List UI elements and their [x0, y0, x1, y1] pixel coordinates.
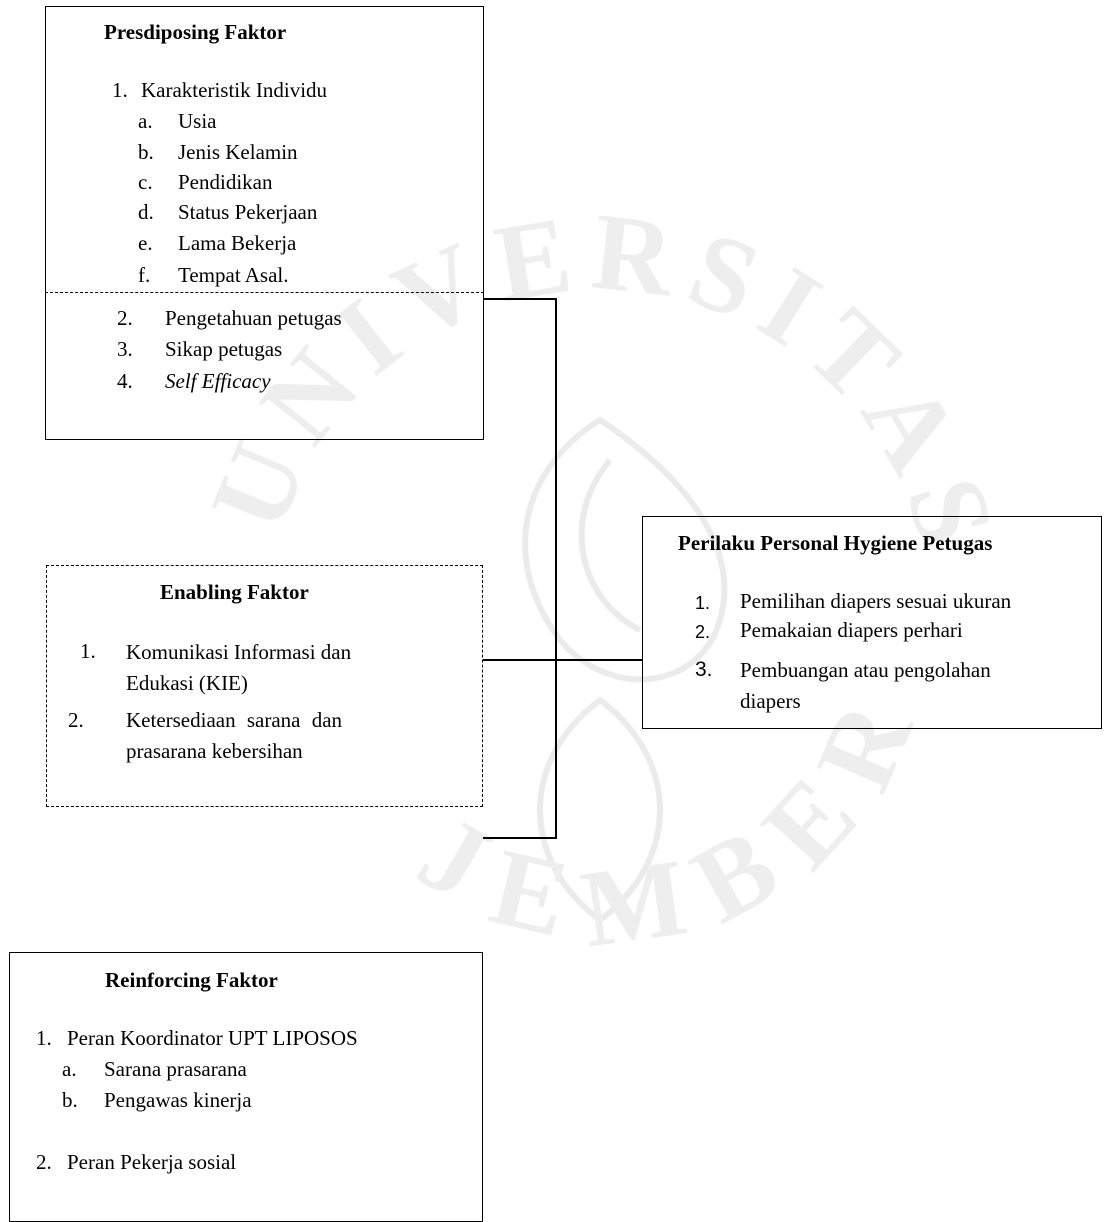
sub-d-letter: d. [138, 200, 154, 224]
dashed-item-3-number: 3. [117, 337, 133, 361]
reinforcing-title: Reinforcing Faktor [105, 968, 278, 992]
sub-b-letter: b. [138, 140, 154, 164]
sub-e-letter: e. [138, 231, 153, 255]
reinforcing-sub-a-label: Sarana prasarana [104, 1057, 247, 1081]
reinforcing-item-2-label: Peran Pekerja sosial [67, 1150, 237, 1174]
dashed-item-4-number: 4. [117, 369, 133, 393]
reinforcing-item-1-number: 1. [36, 1026, 52, 1050]
connector-enabling-to-behavior [483, 659, 643, 661]
connector-vertical-trunk [555, 298, 557, 838]
sub-a-letter: a. [138, 109, 153, 133]
enabling-item-1-line1: Komunikasi Informasi dan [126, 640, 352, 664]
predisposing-item-1-label: Karakteristik Individu [141, 78, 328, 102]
behavior-title: Perilaku Personal Hygiene Petugas [678, 531, 993, 555]
behavior-item-1-label: Pemilihan diapers sesuai ukuran [740, 589, 1012, 613]
behavior-item-3-line1: Pembuangan atau pengolahan [740, 658, 991, 682]
sub-f-letter: f. [138, 263, 151, 287]
enabling-item-1-line2: Edukasi (KIE) [126, 671, 248, 695]
enabling-item-2-line1: Ketersediaan sarana dan [126, 708, 343, 732]
sub-c-letter: c. [138, 170, 153, 194]
behavior-item-3-line2: diapers [740, 689, 801, 713]
behavior-item-2-label: Pemakaian diapers perhari [740, 618, 963, 642]
dashed-item-2-label: Pengetahuan petugas [165, 306, 342, 330]
reinforcing-sub-b-label: Pengawas kinerja [104, 1088, 252, 1112]
reinforcing-item-1-label: Peran Koordinator UPT LIPOSOS [67, 1026, 358, 1050]
connector-predisposing-horizontal [484, 298, 556, 300]
reinforcing-item-2-number: 2. [36, 1150, 52, 1174]
enabling-item-2-line2: prasarana kebersihan [126, 739, 303, 763]
reinforcing-sub-b-letter: b. [62, 1088, 78, 1112]
behavior-item-2-number: 2. [695, 622, 711, 642]
enabling-factor-box [46, 565, 483, 807]
sub-a-label: Usia [178, 109, 217, 133]
predisposing-title: Presdiposing Faktor [104, 20, 287, 44]
personal-hygiene-behavior-box [642, 516, 1102, 729]
enabling-title: Enabling Faktor [160, 580, 309, 604]
sub-f-label: Tempat Asal. [178, 263, 289, 287]
predisposing-item-1-number: 1. [112, 78, 128, 102]
connector-reinforcing-horizontal [483, 837, 557, 839]
behavior-item-1-number: 1. [695, 593, 711, 613]
behavior-item-3-number: 3. [695, 658, 713, 681]
sub-e-label: Lama Bekerja [178, 231, 297, 255]
enabling-item-2-number: 2. [68, 708, 84, 732]
dashed-item-3-label: Sikap petugas [165, 337, 283, 361]
enabling-item-1-number: 1. [80, 639, 96, 663]
sub-c-label: Pendidikan [178, 170, 273, 194]
unobserved-variables-box [45, 292, 484, 440]
reinforcing-sub-a-letter: a. [62, 1057, 77, 1081]
sub-d-label: Status Pekerjaan [178, 200, 318, 224]
sub-b-label: Jenis Kelamin [178, 140, 298, 164]
dashed-item-4-label: Self Efficacy [165, 369, 271, 393]
dashed-item-2-number: 2. [117, 306, 133, 330]
